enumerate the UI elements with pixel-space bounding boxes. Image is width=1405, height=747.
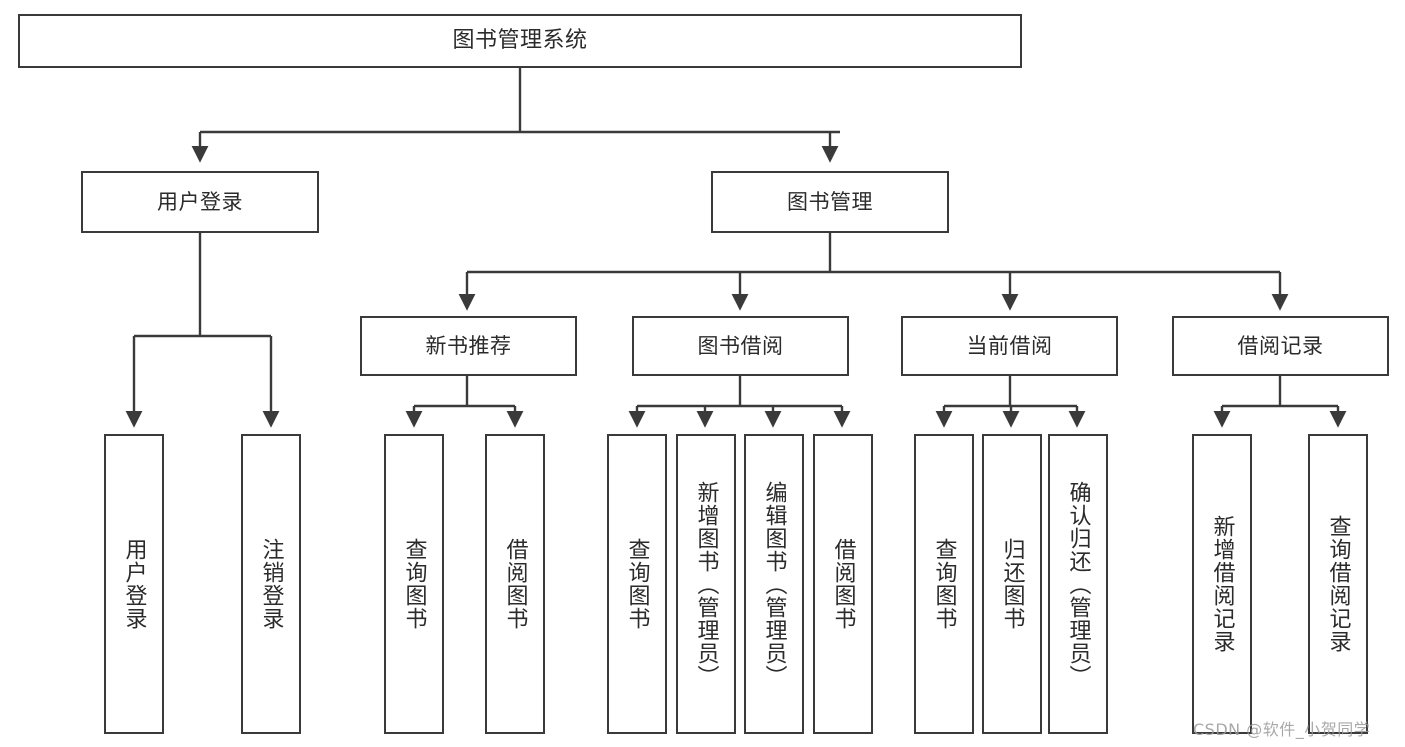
leaf-current-borrow-return[interactable]: 归还图书: [982, 434, 1042, 734]
leaf-user-login-login[interactable]: 用户登录: [104, 434, 164, 734]
leaf-borrow-record-query[interactable]: 查询借阅记录: [1308, 434, 1368, 734]
node-label: 查询借阅记录: [1325, 515, 1351, 653]
node-new-book-recommend[interactable]: 新书推荐: [360, 316, 577, 376]
node-label: 查询图书: [931, 538, 957, 630]
node-label: 确认归还（管理员）: [1065, 480, 1091, 688]
node-label: 图书管理: [787, 189, 873, 214]
node-label: 当前借阅: [966, 333, 1053, 358]
node-user-login[interactable]: 用户登录: [81, 171, 319, 233]
node-label: 编辑图书（管理员）: [761, 480, 787, 688]
node-label: 图书管理系统: [452, 28, 588, 54]
node-label: 查询图书: [624, 538, 650, 630]
node-current-borrow[interactable]: 当前借阅: [901, 316, 1118, 376]
node-label: 新书推荐: [425, 333, 512, 358]
csdn-watermark: CSDN @软件_小贺同学: [1193, 720, 1371, 739]
node-label: 新增借阅记录: [1209, 515, 1235, 653]
node-borrow-records[interactable]: 借阅记录: [1172, 316, 1389, 376]
node-label: 借阅记录: [1237, 333, 1324, 358]
node-label: 图书借阅: [697, 333, 784, 358]
leaf-book-borrow-edit[interactable]: 编辑图书（管理员）: [744, 434, 804, 734]
node-book-borrow[interactable]: 图书借阅: [632, 316, 849, 376]
leaf-book-borrow-borrow[interactable]: 借阅图书: [813, 434, 873, 734]
node-label: 归还图书: [999, 538, 1025, 630]
node-root-library-system[interactable]: 图书管理系统: [18, 14, 1022, 68]
leaf-new-book-borrow[interactable]: 借阅图书: [485, 434, 545, 734]
leaf-borrow-record-add[interactable]: 新增借阅记录: [1192, 434, 1252, 734]
leaf-book-borrow-add[interactable]: 新增图书（管理员）: [676, 434, 736, 734]
node-label: 查询图书: [401, 538, 427, 630]
leaf-book-borrow-query[interactable]: 查询图书: [607, 434, 667, 734]
node-label: 注销登录: [258, 538, 284, 630]
node-book-management[interactable]: 图书管理: [711, 171, 949, 233]
node-label: 新增图书（管理员）: [693, 480, 719, 688]
leaf-current-borrow-query[interactable]: 查询图书: [914, 434, 974, 734]
node-label: 用户登录: [157, 189, 243, 214]
leaf-user-login-logout[interactable]: 注销登录: [241, 434, 301, 734]
node-label: 借阅图书: [502, 538, 528, 630]
node-label: 用户登录: [121, 538, 147, 630]
leaf-new-book-query[interactable]: 查询图书: [384, 434, 444, 734]
node-label: 借阅图书: [830, 538, 856, 630]
leaf-current-borrow-confirm[interactable]: 确认归还（管理员）: [1048, 434, 1108, 734]
